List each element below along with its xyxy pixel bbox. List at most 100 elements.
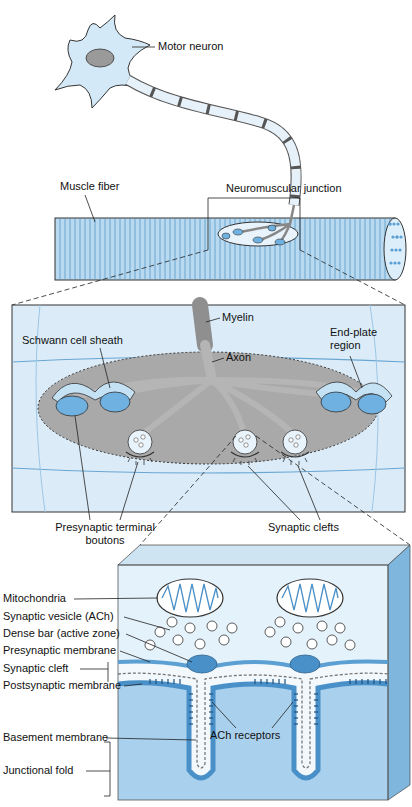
end-plate-small (222, 233, 230, 239)
synapse-block (118, 545, 410, 800)
muscle-fiber (165, 219, 166, 279)
synaptic-vesicle (173, 635, 183, 645)
muscle-fiber (389, 261, 392, 264)
bouton-section (246, 435, 250, 439)
muscle-fiber (100, 219, 101, 279)
basement-membrane (118, 673, 388, 768)
ach-receptor (294, 711, 298, 712)
part-label: Presynaptic terminal boutons (40, 521, 170, 547)
muscle-fiber (80, 219, 81, 279)
muscle-fiber (210, 219, 211, 279)
leader-line (212, 702, 236, 728)
part-label: Postsynaptic membrane (3, 679, 121, 692)
terminal-bouton (56, 392, 386, 416)
motor-neuron (55, 15, 150, 108)
end-plate-small (218, 205, 298, 246)
ach-receptor (179, 679, 180, 684)
ach-receptor (361, 679, 362, 684)
muscle-fiber (394, 248, 397, 251)
muscle-fiber (325, 219, 326, 279)
end-plate-small (253, 237, 263, 243)
ach-receptor (314, 723, 318, 724)
muscle-fiber (170, 219, 171, 279)
part-label: Dense bar (active zone) (3, 627, 120, 640)
ach-receptor (167, 679, 168, 684)
part-label: ACh receptors (210, 729, 280, 742)
leader-line (120, 462, 138, 520)
muscle-fiber (399, 235, 402, 238)
bouton-section (296, 435, 300, 439)
bouton-section (283, 430, 307, 454)
dense-bar (187, 655, 320, 673)
muscle-fiber (310, 219, 311, 279)
leader-line (208, 198, 300, 250)
muscle-fiber (320, 219, 321, 279)
basement-membrane (118, 673, 388, 768)
zoom-line (140, 436, 410, 545)
muscle-fiber (60, 219, 61, 279)
synapse-block (118, 565, 388, 800)
muscle-fiber (140, 219, 141, 279)
muscle-fiber (390, 248, 393, 251)
muscle-fiber (345, 219, 346, 279)
ach-receptor (284, 679, 285, 684)
mitochondrion (162, 584, 218, 612)
muscle-fiber (305, 219, 306, 279)
ach-receptor (189, 699, 193, 700)
synaptic-vesicle (335, 623, 345, 633)
synaptic-vesicle (219, 635, 229, 645)
leader-line (132, 47, 155, 48)
dense-bar (187, 655, 217, 673)
bouton-section (126, 430, 309, 465)
leader-line (248, 466, 300, 520)
bouton-section (239, 438, 243, 442)
muscle-fiber (195, 219, 196, 279)
bouton-section (139, 443, 143, 447)
muscle-fiber (397, 261, 400, 264)
ach-receptor (373, 679, 374, 684)
part-label: Mitochondria (3, 592, 66, 605)
synapse-block (118, 565, 388, 800)
ach-receptor (294, 705, 298, 706)
part-label: Presynaptic membrane (3, 644, 116, 657)
leader-line (86, 742, 110, 796)
bouton-section (233, 430, 257, 454)
bouton-section (244, 443, 248, 447)
leader-line (124, 617, 170, 630)
bouton-section (128, 430, 152, 454)
muscle-fiber (115, 219, 116, 279)
dense-bar (290, 655, 320, 673)
terminal-bouton (321, 392, 351, 412)
muscle-fiber (175, 219, 176, 279)
muscle-fiber (295, 219, 296, 279)
leader-line (120, 651, 150, 662)
muscle-fiber (125, 219, 126, 279)
end-plate-small (275, 239, 285, 245)
ach-receptor (314, 717, 318, 718)
leader-line (212, 358, 224, 362)
ach-receptor (314, 699, 318, 700)
muscle-fiber (350, 219, 351, 279)
muscle-fiber (384, 218, 406, 280)
muscle-fiber (105, 219, 106, 279)
part-label: Synaptic cleft (3, 662, 68, 675)
presynaptic-membrane (118, 662, 388, 671)
ach-receptor (209, 711, 213, 712)
ach-receptor (209, 705, 213, 706)
part-label: Synaptic vesicle (ACh) (3, 610, 114, 623)
part-label: Synaptic clefts (268, 521, 339, 534)
mitochondrion (282, 584, 338, 612)
ach-receptor (173, 679, 174, 684)
synaptic-vesicle (281, 637, 291, 647)
end-plate-small (222, 225, 285, 245)
ach-receptor (367, 679, 368, 684)
muscle-fiber (215, 219, 216, 279)
zoom-line (300, 250, 405, 305)
muscle-fiber (55, 218, 406, 280)
muscle-fiber (315, 219, 316, 279)
end-plate-small (268, 225, 276, 231)
muscle-fiber (360, 219, 361, 279)
part-label: Myelin (222, 311, 254, 324)
synaptic-vesicle (265, 627, 275, 637)
